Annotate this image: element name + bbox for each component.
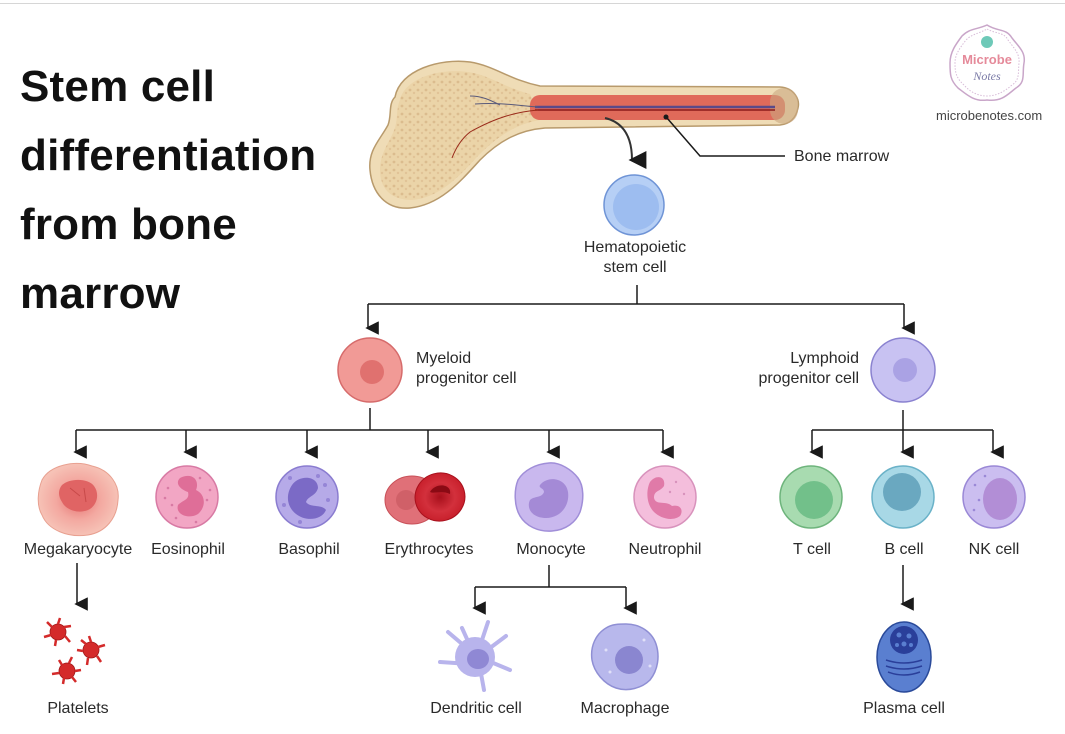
megakaryocyte-cell <box>37 463 119 537</box>
eosinophil-cell <box>155 465 219 529</box>
b-cell-label: B cell <box>884 541 924 558</box>
erythrocytes-label: Erythrocytes <box>384 541 474 558</box>
plasma-cell-label: Plasma cell <box>863 700 945 717</box>
myeloid-branch-connector <box>73 408 674 459</box>
title-line: marrow <box>20 269 181 318</box>
neutrophil-label: Neutrophil <box>628 541 702 558</box>
macrophage-cell <box>590 623 659 691</box>
top-divider <box>0 3 1065 4</box>
page-title: Stem cell differentiation from bone marr… <box>20 52 316 328</box>
platelets-label: Platelets <box>47 700 109 717</box>
marrow-to-stem-arrow <box>604 117 647 169</box>
stem-branch-connector <box>365 285 915 335</box>
lymphoid-label-line1: Lymphoid <box>790 350 859 367</box>
myeloid-label-line2: progenitor cell <box>416 370 517 387</box>
bone-marrow-label: Bone marrow <box>794 148 890 165</box>
megakaryocyte-label: Megakaryocyte <box>23 541 133 558</box>
t-cell <box>779 465 843 529</box>
hematopoietic-stem-cell <box>603 174 665 236</box>
lymphoid-label-line2: progenitor cell <box>758 370 860 387</box>
website-url: microbenotes.com <box>936 108 1043 123</box>
microbe-icon <box>981 36 993 48</box>
title-line: from bone <box>20 200 237 249</box>
title-line: Stem cell <box>20 62 216 111</box>
title-line: differentiation <box>20 131 317 180</box>
lymphoid-branch-connector <box>809 410 1004 459</box>
bone-marrow-pointer <box>666 117 785 157</box>
monocyte-label: Monocyte <box>516 541 586 558</box>
myeloid-label-line1: Myeloid <box>416 350 472 367</box>
t-cell-label: T cell <box>793 541 831 558</box>
monocyte-cell <box>514 462 584 532</box>
monocyte-branch-connector <box>472 565 637 615</box>
myeloid-progenitor-cell <box>337 337 403 403</box>
bone-illustration <box>369 60 800 209</box>
plasma-cell <box>876 621 932 693</box>
stem-cell-label-line1: Hematopoietic <box>583 239 687 256</box>
macrophage-label: Macrophage <box>580 700 670 717</box>
nk-cell <box>962 465 1026 529</box>
nk-cell-label: NK cell <box>968 541 1020 558</box>
basophil-label: Basophil <box>278 541 340 558</box>
eosinophil-label: Eosinophil <box>151 541 225 558</box>
neutrophil-cell <box>633 465 697 529</box>
lymphoid-progenitor-cell <box>870 337 936 403</box>
erythrocytes-cells <box>384 472 466 525</box>
logo-notes-text: Notes <box>972 69 1001 83</box>
basophil-cell <box>275 465 339 529</box>
dendritic-cell <box>438 620 512 692</box>
platelets-cells <box>43 617 106 685</box>
dendritic-cell-label: Dendritic cell <box>430 700 522 717</box>
b-cell <box>871 465 935 529</box>
logo-microbe-text: Microbe <box>962 52 1012 67</box>
microbe-notes-logo: Microbe Notes <box>949 24 1026 102</box>
stem-cell-label-line2: stem cell <box>603 259 667 276</box>
